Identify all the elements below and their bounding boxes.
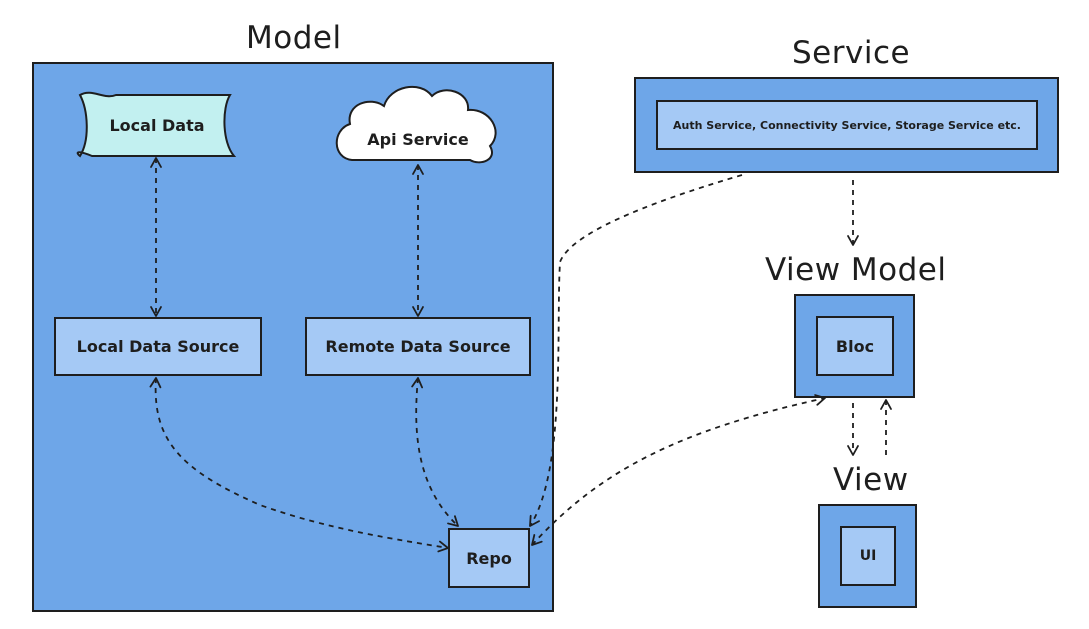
arrow-service-repo xyxy=(529,174,743,527)
local-data-shape xyxy=(76,91,237,158)
view-model-title: View Model xyxy=(765,252,947,288)
arrow-local-source-repo xyxy=(149,377,449,553)
services-box: Auth Service, Connectivity Service, Stor… xyxy=(656,100,1038,150)
arrow-remote-source-repo xyxy=(411,377,459,527)
view-title: View xyxy=(833,462,909,498)
view-model-panel xyxy=(794,294,915,398)
service-title: Service xyxy=(792,35,911,71)
bloc-box: Bloc xyxy=(816,316,894,376)
arrow-repo-bloc xyxy=(531,394,826,546)
ui-box: UI xyxy=(840,526,896,586)
local-data-label: Local Data xyxy=(109,115,205,135)
api-service-cloud xyxy=(335,86,497,164)
remote-data-source-box: Remote Data Source xyxy=(305,317,531,376)
model-title: Model xyxy=(246,20,342,56)
repo-box: Repo xyxy=(448,528,530,588)
local-data-source-box: Local Data Source xyxy=(54,317,262,376)
api-service-label: Api Service xyxy=(367,129,469,149)
